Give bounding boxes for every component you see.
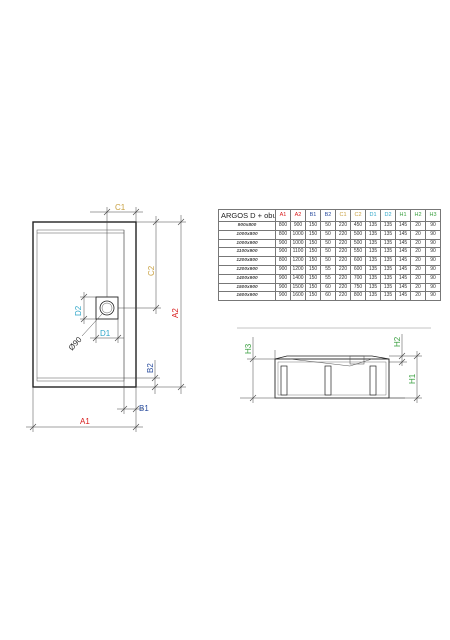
- col-header: A1: [275, 209, 291, 222]
- value-cell: 90: [425, 291, 441, 302]
- diameter-leader: [81, 313, 103, 337]
- d1-label: D1: [100, 329, 111, 338]
- dimension-table: ARGOS D + obudowa A1 A2 B1 B2 C1 C2 D1 D…: [218, 209, 441, 302]
- h1-label: H1: [408, 373, 417, 384]
- a2-tick-top: [177, 218, 185, 226]
- col-header: D1: [365, 209, 381, 222]
- b2-tick-bottom: [151, 383, 159, 391]
- d1-tick-right: [114, 334, 122, 342]
- c2-tick-bottom: [152, 304, 160, 312]
- c2-tick-top: [152, 218, 160, 226]
- col-header: H1: [395, 209, 411, 222]
- b2-label: B2: [146, 363, 155, 373]
- support-leg: [369, 365, 377, 396]
- a1-tick-right: [132, 423, 140, 431]
- a2-tick-bottom: [177, 383, 185, 391]
- drain-circle: [99, 300, 115, 316]
- h3-tick-top: [249, 355, 257, 363]
- c2-label: C2: [147, 265, 156, 276]
- h2-tick-top: [398, 352, 406, 360]
- h1-tick-bottom: [413, 394, 421, 402]
- table-header-row: ARGOS D + obudowa A1 A2 B1 B2 C1 C2 D1 D…: [218, 209, 441, 222]
- tray-top-surface: [274, 355, 390, 360]
- b1-label: B1: [139, 404, 149, 413]
- b2-tick-top: [151, 374, 159, 382]
- drain-stub: [349, 355, 365, 365]
- col-header: H3: [425, 209, 441, 222]
- d2-tick-top: [80, 293, 88, 301]
- c1-label: C1: [115, 203, 126, 212]
- h2-tick-bottom: [398, 358, 406, 366]
- d2-label: D2: [74, 305, 83, 316]
- support-leg: [280, 365, 288, 396]
- c1-tick-right: [132, 208, 140, 216]
- h1-tick-top: [413, 352, 421, 360]
- h3-label: H3: [244, 343, 253, 354]
- col-header: B1: [305, 209, 321, 222]
- a2-label: A2: [171, 308, 180, 318]
- drain-inner-circle: [101, 302, 113, 314]
- a1-label: A1: [80, 417, 90, 426]
- col-header: B2: [320, 209, 336, 222]
- enclosure-inner: [277, 361, 387, 396]
- d2-tick-bottom: [80, 315, 88, 323]
- b1-tick-left: [120, 405, 128, 413]
- h3-tick-bottom: [249, 394, 257, 402]
- h2-label: H2: [393, 336, 402, 347]
- b1-tick-right: [132, 405, 140, 413]
- c1-tick-left: [103, 208, 111, 216]
- tray-outline: [32, 221, 137, 388]
- support-leg: [324, 365, 332, 396]
- a1-tick-left: [29, 423, 37, 431]
- tray-slope: [289, 358, 373, 367]
- d1-tick-left: [92, 334, 100, 342]
